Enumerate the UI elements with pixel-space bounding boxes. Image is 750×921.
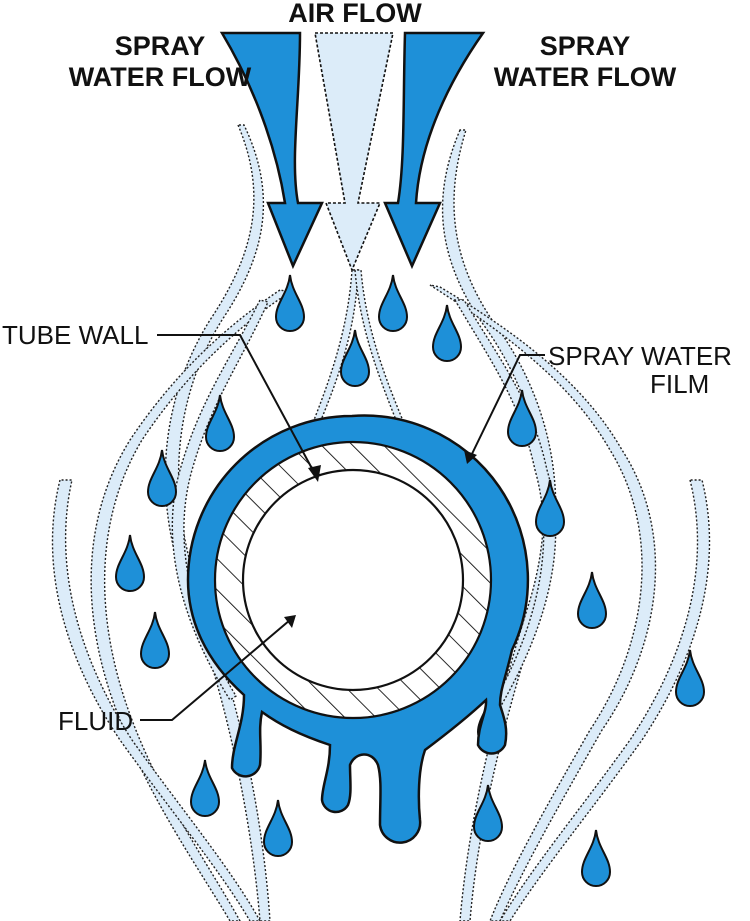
air-flow-streamlines [51,124,711,921]
fluid-label: FLUID [58,706,133,736]
fluid-region [241,468,465,692]
spray-left-label-line1: SPRAY [115,31,206,61]
spray-right-label-line1: SPRAY [540,31,631,61]
spray-arrow-right [383,31,486,270]
spray-arrow-left [219,31,324,270]
leader-lines [140,334,545,721]
spray-water-film-label-line2: FILM [650,369,709,399]
air-arrow-center [314,32,394,273]
tube-cross-section [186,414,530,844]
tube-wall-label: TUBE WALL [2,320,148,350]
spray-right-label-line2: WATER FLOW [494,62,677,92]
spray-left-label-line2: WATER FLOW [69,62,252,92]
spray-water-film-label-line1: SPRAY WATER [548,341,732,371]
air-flow-label: AIR FLOW [288,0,422,28]
